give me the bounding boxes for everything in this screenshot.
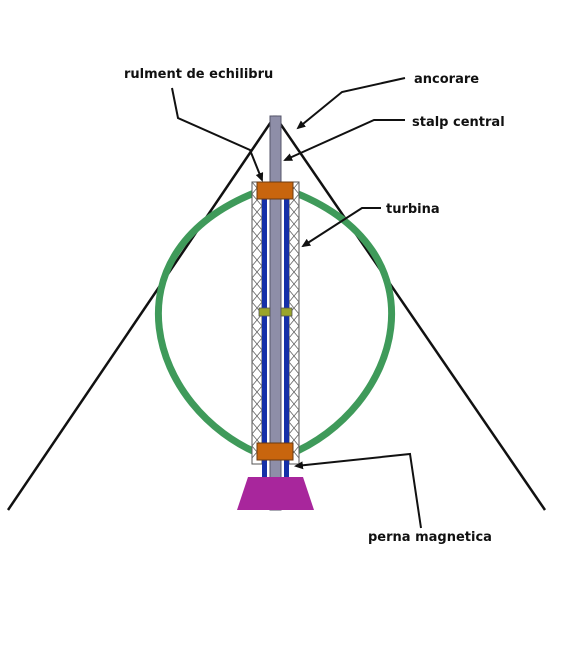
- left-lattice-frame: [251, 181, 263, 465]
- right-lattice-frame: [288, 181, 300, 465]
- turbine-label: turbina: [386, 202, 440, 217]
- left-guy-wire: [6, 115, 277, 511]
- top-bearing: [256, 181, 294, 200]
- bearing-callout-arrow: [171, 87, 264, 182]
- right-shaft: [284, 195, 289, 480]
- central-pole-callout-arrow: [283, 119, 405, 161]
- spacer-right: [280, 307, 293, 317]
- central-pole-label: stalp central: [412, 115, 505, 130]
- turbine-blade-right: [286, 186, 396, 459]
- anchoring-label: ancorare: [414, 72, 479, 87]
- bottom-bearing: [256, 442, 294, 461]
- right-guy-wire: [273, 115, 547, 511]
- left-shaft: [262, 195, 267, 480]
- bearing-label: rulment de echilibru: [124, 67, 273, 82]
- anchoring-callout-arrow: [296, 77, 406, 130]
- magnetic-cushion-callout-arrow: [294, 452, 422, 529]
- magnetic-cushion-label: perna magnetica: [368, 530, 492, 545]
- turbine-callout-arrow: [301, 207, 381, 248]
- magnetic-cushion: [237, 477, 314, 510]
- turbine-blade-left: [154, 186, 264, 459]
- spacer-left: [258, 307, 271, 317]
